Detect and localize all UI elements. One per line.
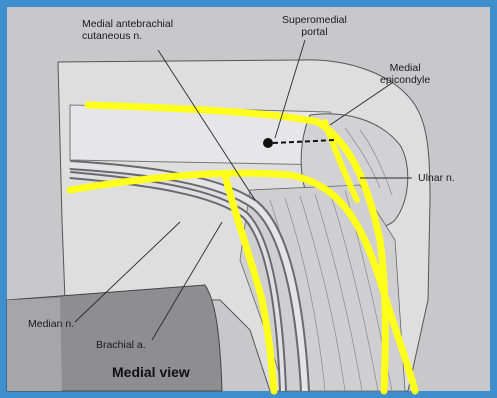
label-line: Medial: [380, 62, 430, 74]
label-brachial-artery: Brachial a.: [96, 339, 146, 351]
label-line: Superomedial: [282, 14, 347, 26]
label-ulnar-nerve: Ulnar n.: [418, 172, 455, 184]
label-medial-epicondyle: Medial epicondyle: [380, 62, 430, 86]
superomedial-portal-marker: [263, 138, 273, 148]
label-superomedial-portal: Superomedial portal: [282, 14, 347, 38]
label-line: epicondyle: [380, 74, 430, 86]
label-line: cutaneous n.: [82, 30, 173, 42]
view-title: Medial view: [112, 364, 190, 380]
label-median-nerve: Median n.: [28, 318, 74, 330]
torso-edge: [7, 298, 62, 391]
label-line: portal: [282, 26, 347, 38]
label-line: Medial antebrachial: [82, 18, 173, 30]
label-medial-antebrachial-cutaneous: Medial antebrachial cutaneous n.: [82, 18, 173, 42]
